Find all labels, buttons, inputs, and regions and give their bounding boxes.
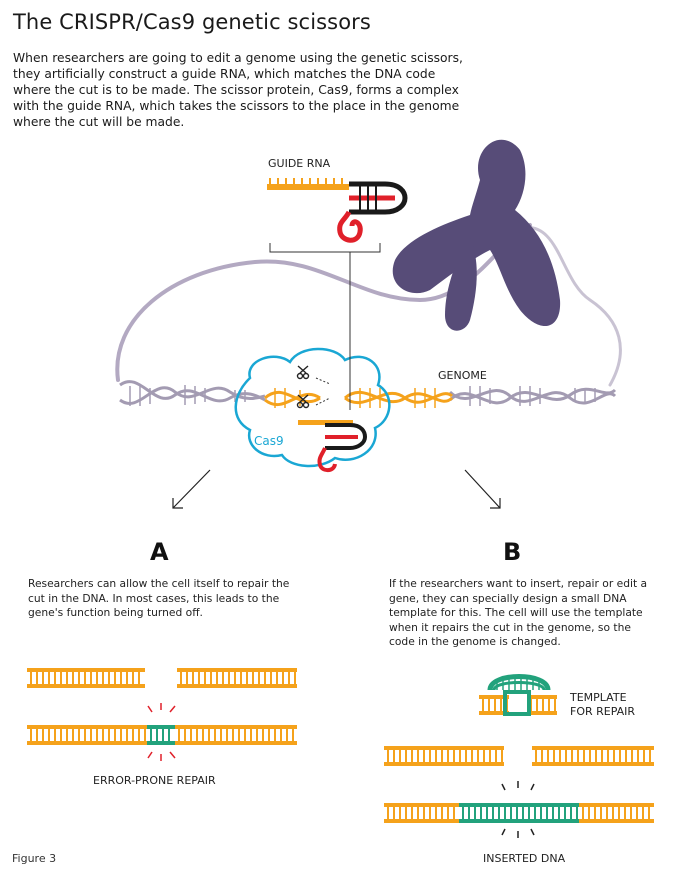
dna-segment: [384, 803, 459, 823]
template-label-line2: FOR REPAIR: [570, 705, 636, 718]
panel-a-text: Researchers can allow the cell itself to…: [28, 577, 290, 619]
template-graphic: [479, 674, 557, 716]
scissors-icon: [296, 365, 310, 409]
panel-a-dna-repaired: [27, 725, 297, 745]
genome-helix-orange: [263, 390, 454, 407]
insert-mark: [530, 783, 535, 791]
spark-mark: [147, 705, 153, 713]
guide-rna-label: GUIDE RNA: [268, 157, 331, 170]
panel-b-text: If the researchers want to insert, repai…: [389, 577, 648, 648]
arrow-to-a-icon: [172, 469, 211, 509]
dna-segment: [532, 746, 654, 766]
cas9-guide-rna-graphic: [298, 420, 368, 473]
repair-sparks: [147, 703, 176, 761]
dna-segment: [175, 725, 297, 745]
bracket: [269, 243, 381, 253]
error-prone-label: ERROR-PRONE REPAIR: [93, 774, 216, 787]
template-arc: [487, 674, 551, 691]
spark-mark: [147, 751, 153, 759]
panel-a-dna-broken: [27, 668, 297, 688]
chromosome: [392, 139, 561, 331]
dna-segment: [579, 803, 654, 823]
insert-mark: [501, 828, 506, 836]
dna-segment: [27, 725, 147, 745]
genome-loop-strand-right: [518, 225, 622, 387]
template-dna-left: [479, 695, 509, 715]
dna-segment: [384, 746, 504, 766]
intro-paragraph: When researchers are going to edit a gen…: [13, 51, 463, 129]
dna-segment: [27, 668, 145, 688]
spark-mark: [169, 705, 176, 713]
arrow-to-b-icon: [464, 469, 501, 509]
template-green-core: [503, 690, 531, 716]
insert-mark: [530, 828, 535, 836]
insert-mark: [501, 783, 506, 791]
panel-a-heading: A: [150, 538, 169, 566]
template-arc-inner: [492, 681, 546, 691]
dna-segment-inserted: [459, 803, 579, 823]
page-title: The CRISPR/Cas9 genetic scissors: [13, 10, 371, 34]
dna-segment: [177, 668, 297, 688]
template-label-line1: TEMPLATE: [570, 691, 627, 704]
cut-mark: [315, 377, 331, 406]
inserted-dna-label: INSERTED DNA: [483, 852, 566, 865]
genome-label: GENOME: [438, 369, 487, 382]
genome-helix-rungs: [129, 385, 596, 406]
cas9-protein-outline: [234, 347, 391, 468]
genome-helix-left: [119, 380, 266, 405]
genome-loop-strand: [115, 223, 532, 382]
genome-helix-right: [448, 387, 617, 405]
spark-mark: [169, 751, 176, 759]
cas9-label: Cas9: [254, 434, 284, 448]
panel-b-heading: B: [503, 538, 522, 566]
dna-segment-repaired: [147, 725, 175, 745]
genome-helix-orange-rungs: [274, 388, 436, 408]
figure-caption: Figure 3: [12, 852, 57, 865]
guide-rna-graphic: [267, 178, 408, 243]
panel-b-dna-inserted: [384, 781, 654, 838]
panel-b-dna-broken: [384, 746, 654, 766]
template-dna-right: [527, 695, 557, 715]
